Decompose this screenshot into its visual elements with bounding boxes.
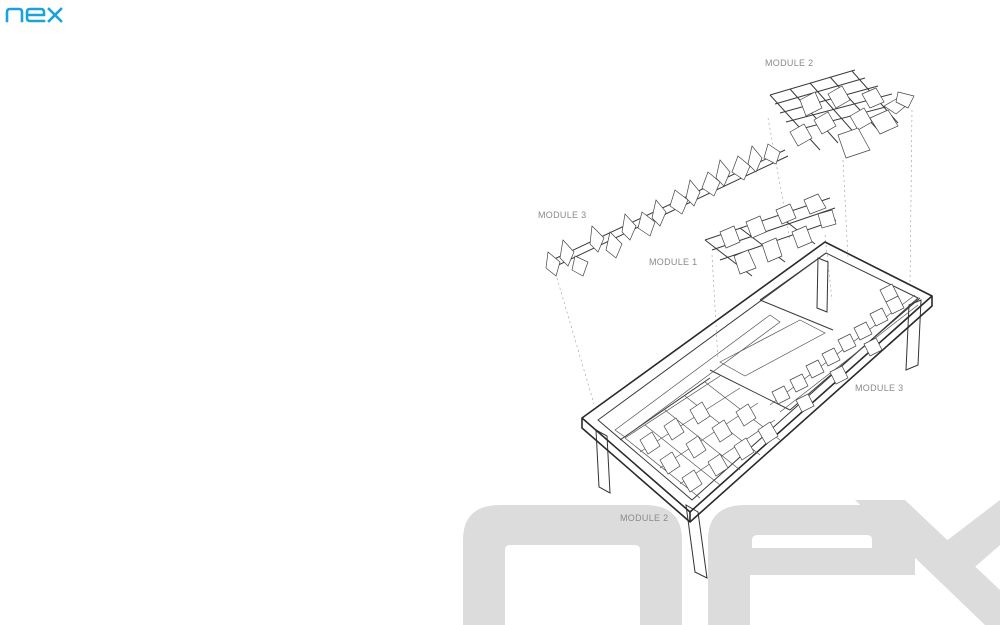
- label-module-3-top: MODULE 3: [538, 210, 586, 220]
- nex-logo: nex: [0, 0, 63, 23]
- watermark-text: nex: [0, 0, 26, 4]
- module-1-exploded: [704, 193, 837, 277]
- module-3-exploded: [545, 143, 789, 277]
- module-2-installed: [624, 375, 781, 499]
- logo-text: nex: [0, 0, 26, 4]
- projection-guides: [556, 109, 913, 405]
- module-3-installed: [769, 283, 919, 413]
- label-module-3-right: MODULE 3: [855, 383, 903, 393]
- label-module-1: MODULE 1: [649, 257, 697, 267]
- table-assembly: [581, 241, 933, 579]
- module-2-exploded: [769, 69, 915, 159]
- label-module-2-bottom: MODULE 2: [620, 513, 668, 523]
- label-module-2-top: MODULE 2: [765, 58, 813, 68]
